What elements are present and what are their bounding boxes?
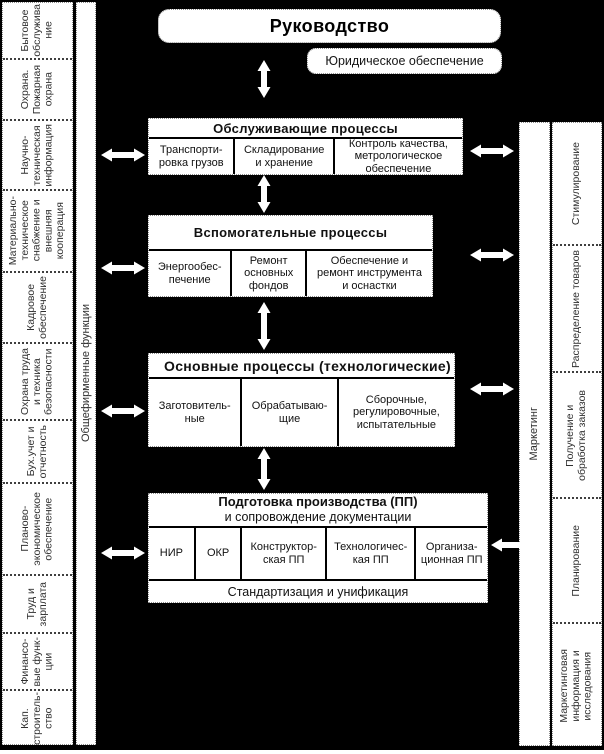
process-cell: ОКР xyxy=(193,528,241,579)
double-arrow-horizontal-icon xyxy=(101,261,145,275)
section-subtitle: и сопровождение документации xyxy=(224,510,412,525)
section-cells: Заготовитель- ные Обрабатываю- щие Сборо… xyxy=(149,379,454,446)
section-cells: Транспорти- ровка грузов Складирование и… xyxy=(149,139,462,174)
left-function-item: Охрана. Пожарная охрана xyxy=(3,60,72,121)
marketing-item: Стимулирование xyxy=(553,123,601,246)
service-processes-section: Обслуживающие процессы Транспорти- ровка… xyxy=(148,118,463,175)
left-function-item-label: Охрана. Пожарная охрана xyxy=(18,64,55,115)
marketing-item-label: Получение и обработка заказов xyxy=(564,389,588,481)
double-arrow-horizontal-icon xyxy=(101,148,145,162)
section-title: Основные процессы (технологические) xyxy=(149,354,454,379)
double-arrow-horizontal-icon xyxy=(470,248,514,262)
management-label: Руководство xyxy=(269,15,390,36)
process-cell: Конструктор- ская ПП xyxy=(240,528,325,579)
company-functions-label-column: Общефирменные функции xyxy=(76,2,96,745)
left-function-item: Финансо- вые функ- ции xyxy=(3,634,72,691)
left-function-item-label: Кап. строитель- ство xyxy=(18,692,55,745)
left-function-item-label: Бух.учет и отчетность xyxy=(24,424,49,479)
left-function-item-label: Научно- техническая информация xyxy=(18,123,55,187)
process-cell: Обрабатываю- щие xyxy=(240,379,336,446)
section-cells: НИР ОКР Конструктор- ская ПП Технологиче… xyxy=(149,528,487,579)
left-function-item: Труд и зарплата xyxy=(3,576,72,634)
left-function-column: Бытовое обслужива ние Охрана. Пожарная о… xyxy=(2,2,73,745)
process-cell: Организа- ционная ПП xyxy=(414,528,487,579)
legal-support-box: Юридическое обеспечение xyxy=(307,48,502,74)
left-function-item: Материально- техническое снабжение и вне… xyxy=(3,191,72,273)
legal-support-label: Юридическое обеспечение xyxy=(325,54,484,68)
main-processes-section: Основные процессы (технологические) Заго… xyxy=(148,353,455,447)
left-function-item: Охрана труда и техника безопасности xyxy=(3,344,72,421)
left-function-item: Бух.учет и отчетность xyxy=(3,421,72,484)
marketing-item: Получение и обработка заказов xyxy=(553,373,601,499)
marketing-item-label: Стимулирование xyxy=(570,141,583,226)
left-function-item-label: Труд и зарплата xyxy=(24,581,49,627)
process-cell: Заготовитель- ные xyxy=(158,400,231,425)
section-title-block: Подготовка производства (ПП) и сопровожд… xyxy=(149,494,487,528)
double-arrow-vertical-icon xyxy=(257,448,271,490)
double-arrow-horizontal-icon xyxy=(470,382,514,396)
left-function-item-label: Планово- экономическое обеспечение xyxy=(18,492,55,566)
page-bottom-edge xyxy=(0,750,604,754)
process-cell: Контроль качества, метрологическое обесп… xyxy=(332,139,462,174)
left-function-item-label: Материально- техническое снабжение и вне… xyxy=(7,196,67,266)
marketing-label: Маркетинг xyxy=(528,407,541,461)
double-arrow-horizontal-icon xyxy=(101,546,145,560)
management-box: Руководство xyxy=(158,9,501,43)
marketing-function-column: Стимулирование Распределение товаров Пол… xyxy=(552,122,602,746)
process-cell: Технологичес- кая ПП xyxy=(324,528,414,579)
marketing-label-column: Маркетинг xyxy=(519,122,550,746)
process-cell: Транспорти- ровка грузов xyxy=(158,144,224,169)
left-function-item-label: Кадровое обеспечение xyxy=(24,276,49,339)
section-title: Вспомогательные процессы xyxy=(149,216,432,251)
process-cell: НИР xyxy=(159,547,183,560)
left-function-item: Кадровое обеспечение xyxy=(3,273,72,344)
left-function-item-label: Финансо- вые функ- ции xyxy=(18,636,55,687)
process-cell: Складирование и хранение xyxy=(233,139,332,174)
double-arrow-vertical-icon xyxy=(257,60,271,98)
left-function-item: Бытовое обслужива ние xyxy=(3,3,72,60)
left-function-item-label: Охрана труда и техника безопасности xyxy=(18,348,55,415)
section-title: Обслуживающие процессы xyxy=(149,119,462,139)
marketing-item-label: Планирование xyxy=(570,524,583,597)
left-function-item: Планово- экономическое обеспечение xyxy=(3,484,72,576)
left-function-item: Кап. строитель- ство xyxy=(3,691,72,746)
left-function-item: Научно- техническая информация xyxy=(3,121,72,191)
section-title: Подготовка производства (ПП) xyxy=(218,494,418,510)
double-arrow-horizontal-icon xyxy=(491,538,535,552)
double-arrow-vertical-icon xyxy=(257,302,271,350)
marketing-item: Маркетинговая информация и исследования xyxy=(553,624,601,747)
double-arrow-horizontal-icon xyxy=(101,404,145,418)
marketing-item-label: Распределение товаров xyxy=(570,249,583,368)
company-functions-label: Общефирменные функции xyxy=(79,304,92,443)
marketing-item: Планирование xyxy=(553,499,601,624)
process-cell: Ремонт основных фондов xyxy=(230,251,304,296)
process-cell: Сборочные, регулировочные, испытательные xyxy=(336,379,454,446)
double-arrow-horizontal-icon xyxy=(470,144,514,158)
section-cells: Энергообес- печение Ремонт основных фонд… xyxy=(149,251,432,296)
double-arrow-vertical-icon xyxy=(257,175,271,213)
process-cell: Энергообес- печение xyxy=(157,261,222,286)
marketing-item-label: Маркетинговая информация и исследования xyxy=(558,648,594,723)
section-footer: Стандартизация и унификация xyxy=(149,579,487,602)
left-function-item-label: Бытовое обслужива ние xyxy=(18,4,55,57)
process-cell: Обеспечение и ремонт инструмента и оснас… xyxy=(304,251,432,296)
production-prep-section: Подготовка производства (ПП) и сопровожд… xyxy=(148,493,488,603)
auxiliary-processes-section: Вспомогательные процессы Энергообес- печ… xyxy=(148,215,433,297)
marketing-item: Распределение товаров xyxy=(553,246,601,373)
